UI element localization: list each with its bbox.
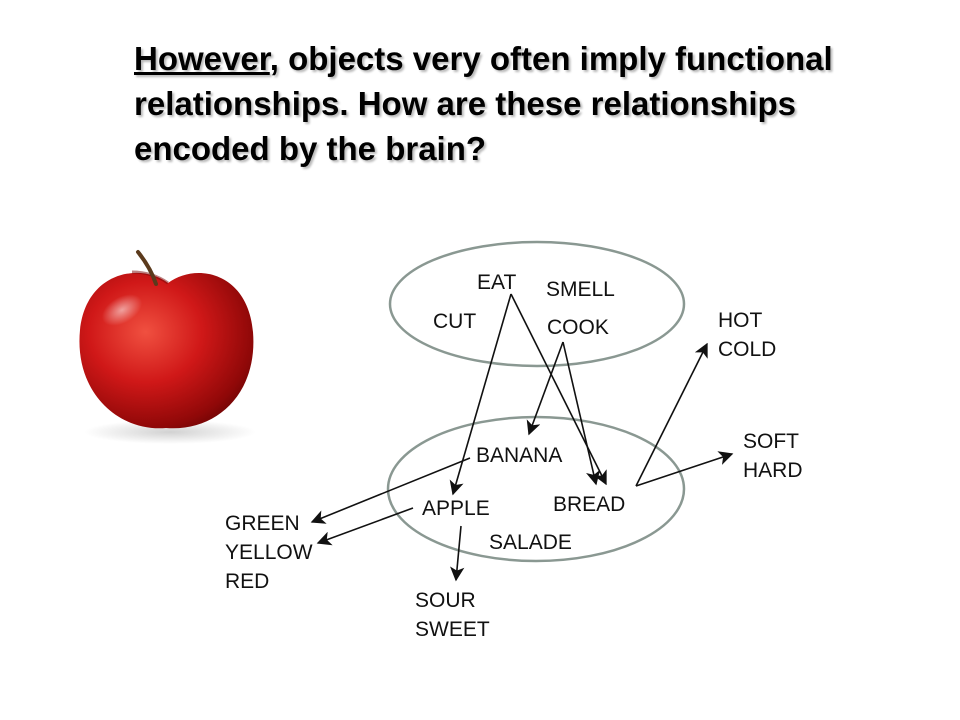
- arrow-cook-banana: [526, 341, 564, 436]
- arrow-bread-soft-hard: [635, 451, 734, 487]
- label-green: GREEN: [225, 512, 300, 535]
- arrow-cook-bread: [562, 341, 601, 486]
- arrow-banana-color: [310, 457, 471, 524]
- arrows: [310, 293, 734, 582]
- label-hard: HARD: [743, 459, 803, 482]
- apple-image: [79, 250, 256, 444]
- label-cut: CUT: [433, 310, 476, 333]
- apple-stem: [136, 250, 158, 286]
- label-eat: EAT: [477, 271, 516, 294]
- label-sour: SOUR: [415, 589, 476, 612]
- label-sweet: SWEET: [415, 618, 490, 641]
- label-hot: HOT: [718, 309, 763, 332]
- label-soft: SOFT: [743, 430, 799, 453]
- slide-title: However, objects very often imply functi…: [134, 36, 914, 171]
- arrow-apple-taste: [450, 525, 465, 582]
- label-cook: COOK: [547, 316, 609, 339]
- label-banana: BANANA: [476, 444, 562, 467]
- label-salade: SALADE: [489, 531, 572, 554]
- arrow-apple-color: [316, 507, 414, 546]
- arrow-eat-bread: [510, 293, 607, 486]
- apple-body: [79, 272, 254, 429]
- label-bread: BREAD: [553, 493, 625, 516]
- label-yellow: YELLOW: [225, 541, 313, 564]
- title-lead: However: [134, 40, 270, 77]
- label-red: RED: [225, 570, 269, 593]
- apple-shadow: [84, 420, 256, 444]
- title-rest: , objects very often imply functional re…: [134, 40, 833, 167]
- arrow-bread-hot-cold: [635, 342, 708, 487]
- apple-highlight: [101, 294, 143, 326]
- label-smell: SMELL: [546, 278, 615, 301]
- label-apple: APPLE: [422, 497, 490, 520]
- actions-ellipse: [388, 240, 686, 368]
- label-cold: COLD: [718, 338, 776, 361]
